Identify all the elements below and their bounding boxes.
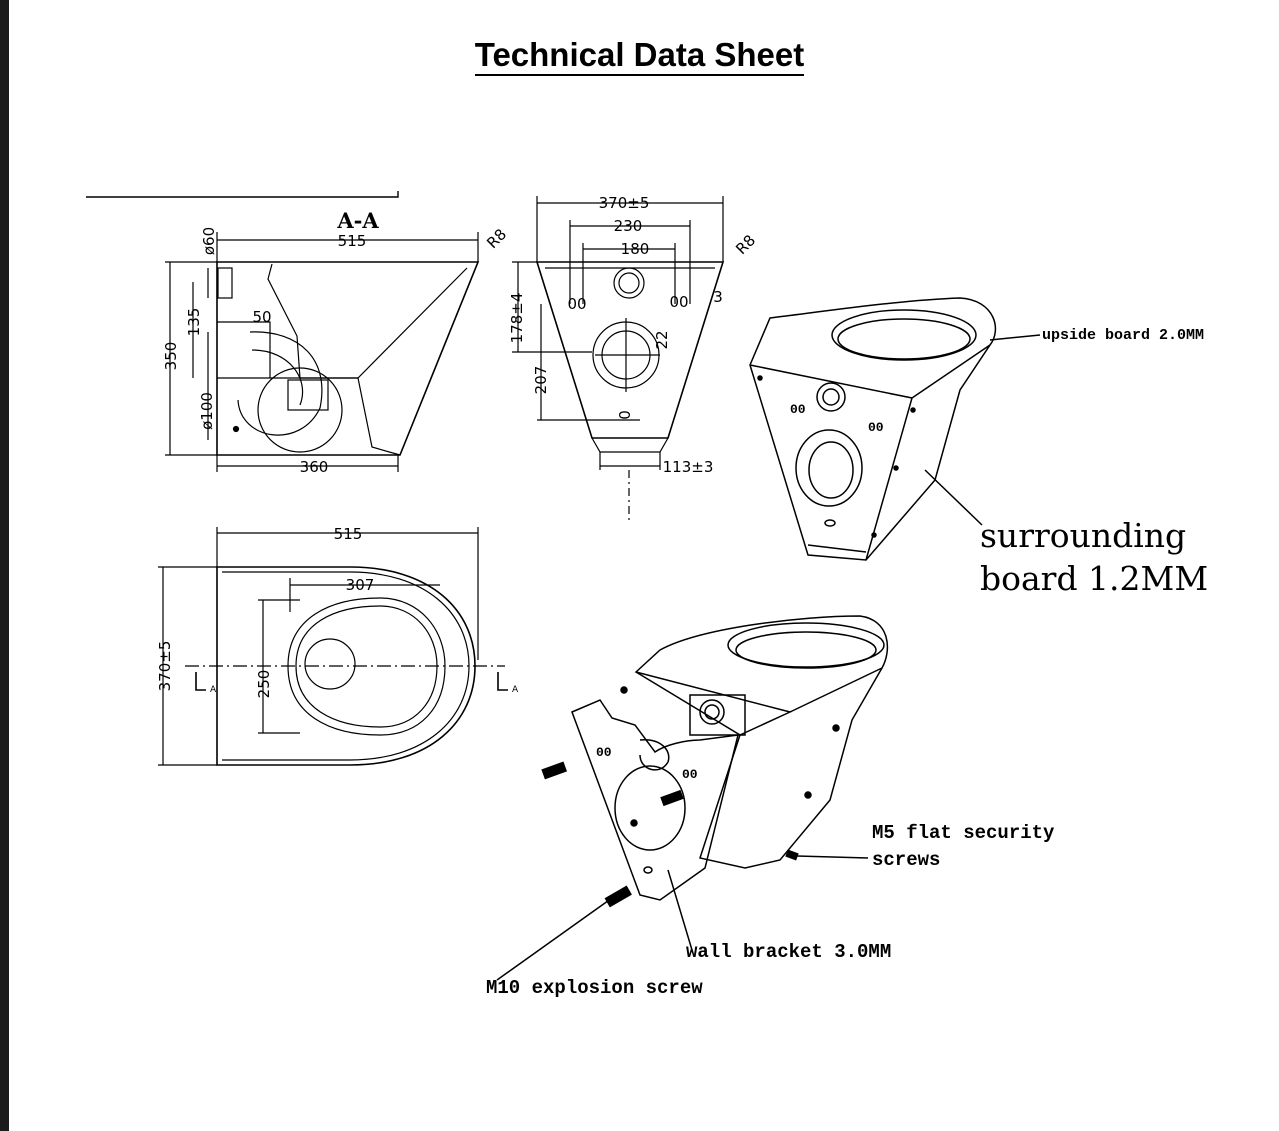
surrounding-board-callout-line1: surrounding xyxy=(980,516,1186,555)
plan-view: 515 307 370±5 250 A A xyxy=(156,525,519,766)
side-height-label: 350 xyxy=(162,342,180,371)
front-width-label: 370±5 xyxy=(599,194,650,212)
front-radius-label: R8 xyxy=(732,231,759,258)
side-dia-top-label: ø60 xyxy=(200,227,218,255)
upside-board-callout: upside board 2.0MM xyxy=(1042,327,1204,344)
front-hole-right-label: 00 xyxy=(669,293,688,311)
header-rule xyxy=(86,191,399,198)
iso-hole-left: 00 xyxy=(790,402,806,417)
page-title: Technical Data Sheet xyxy=(0,36,1279,76)
m10-screw-callout: M10 explosion screw xyxy=(486,977,703,999)
m5-screws-callout-line2: screws xyxy=(872,849,940,871)
side-radius-label: R8 xyxy=(483,225,510,252)
m5-screws-callout-line1: M5 flat security xyxy=(872,822,1055,844)
plan-length-label: 515 xyxy=(334,525,363,543)
side-dia-bottom-label: ø100 xyxy=(198,392,216,430)
front-hole-left-label: 00 xyxy=(567,295,586,313)
plan-inner-width-label: 250 xyxy=(255,670,273,699)
side-section-view: A-A 515 R8 350 135 ø60 ø100 50 xyxy=(162,208,510,476)
section-label: A-A xyxy=(336,208,379,233)
front-bottom-width-label: 113±3 xyxy=(663,458,714,476)
wall-bracket-callout: wall bracket 3.0MM xyxy=(686,941,891,963)
front-view: 370±5 230 180 R8 00 00 3 22 0 178±4 207 xyxy=(508,194,759,520)
side-mid-height-label: 135 xyxy=(185,308,203,337)
section-marker-right: A xyxy=(512,685,519,695)
iso-hole-right: 00 xyxy=(868,420,884,435)
isometric-view-upper: 00 00 xyxy=(749,297,1041,561)
side-offset-label: 50 xyxy=(252,308,271,326)
side-width-label: 515 xyxy=(338,232,367,250)
side-bottom-width-label: 360 xyxy=(300,458,329,476)
front-hole-height-label: 178±4 xyxy=(508,293,526,344)
left-edge-bar xyxy=(0,0,9,1131)
exploded-view: 00 00 xyxy=(496,615,889,981)
plan-inner-length-label: 307 xyxy=(346,576,375,594)
front-width-230-label: 230 xyxy=(614,217,643,235)
front-dim-0-label: 0 xyxy=(616,410,634,420)
bracket-hole-right: 00 xyxy=(682,767,698,782)
bracket-hole-left: 00 xyxy=(596,745,612,760)
front-width-180-label: 180 xyxy=(621,240,650,258)
surrounding-board-callout-line2: board 1.2MM xyxy=(980,559,1208,598)
page xyxy=(9,0,1279,1131)
front-dim-22-label: 22 xyxy=(653,330,671,349)
front-dim-3-label: 3 xyxy=(713,288,723,306)
section-marker-left: A xyxy=(210,685,217,695)
plan-width-label: 370±5 xyxy=(156,641,174,692)
front-height-207-label: 207 xyxy=(532,366,550,395)
title-text: Technical Data Sheet xyxy=(474,36,805,76)
